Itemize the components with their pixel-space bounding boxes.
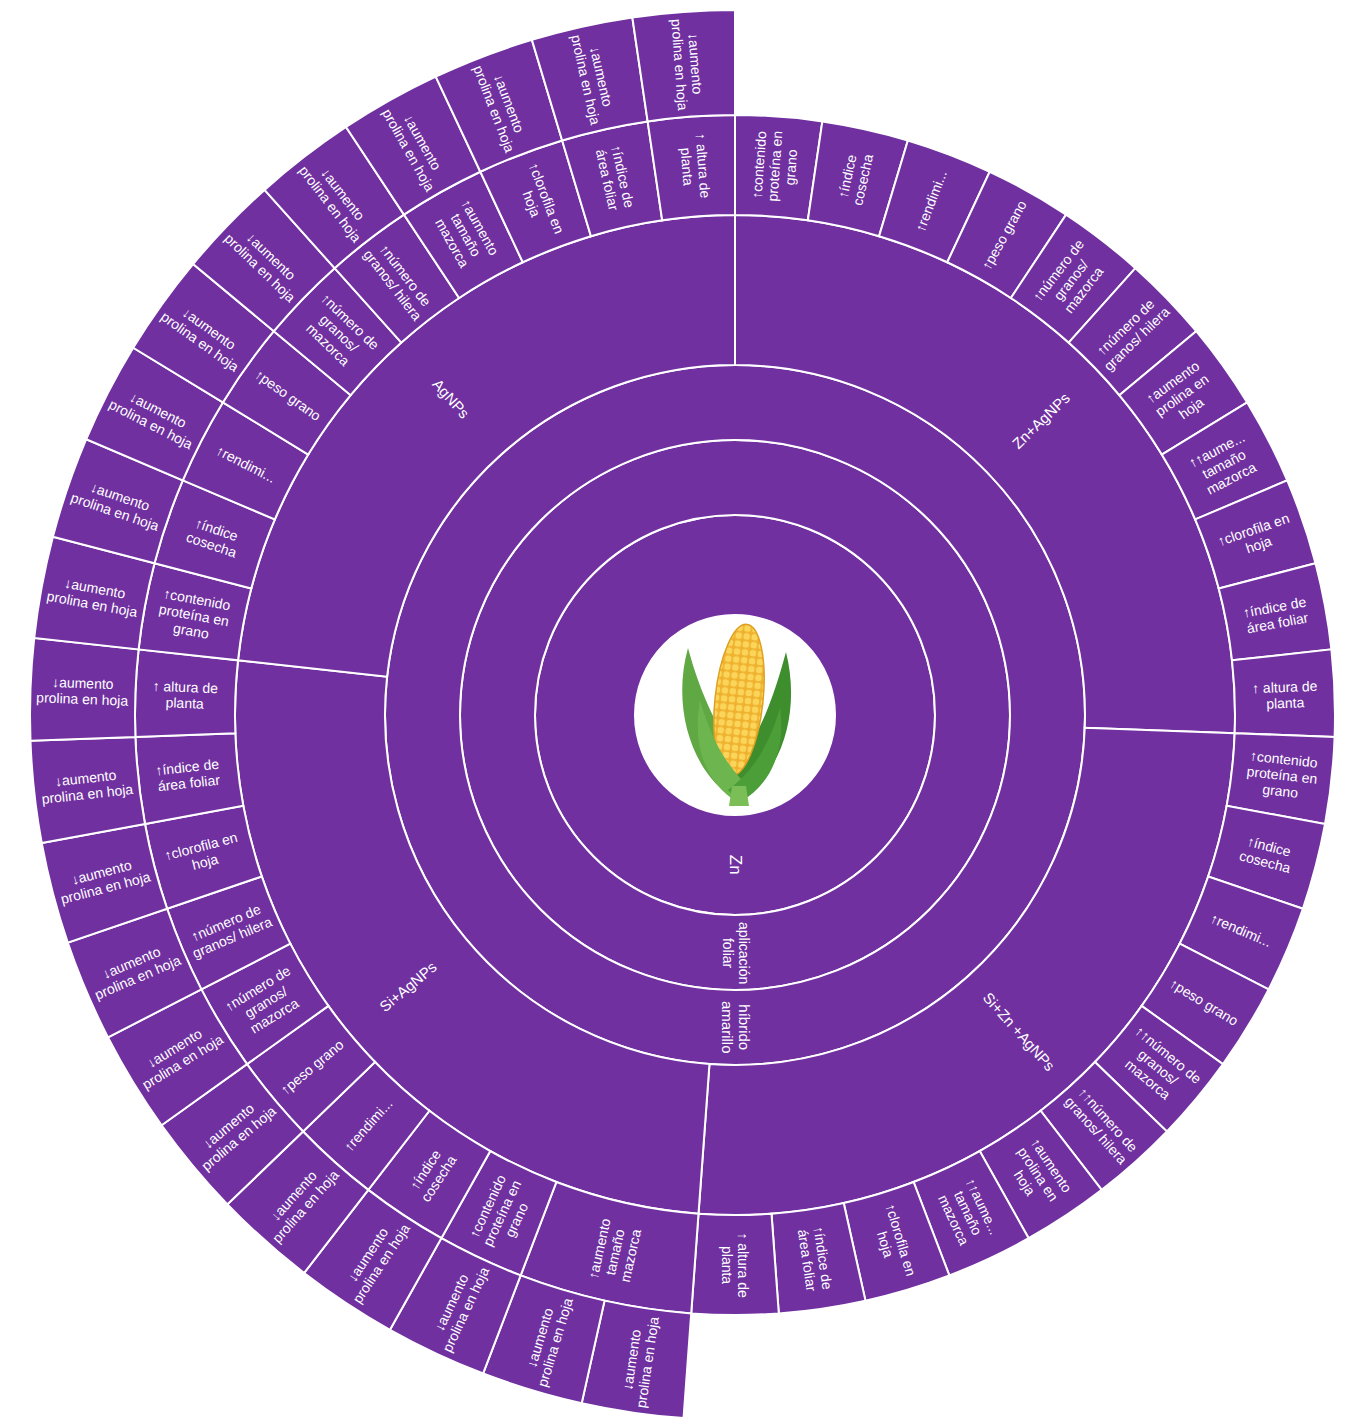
segment-label: ↓aumento prolina en hoja <box>36 673 130 709</box>
segment-fill <box>135 733 243 824</box>
segment-fill <box>735 215 1235 733</box>
segment-label: ↑contenido proteína en grano <box>1235 746 1328 804</box>
center-disc <box>636 616 834 814</box>
segment-label: ↑ altura de planta <box>676 121 715 211</box>
response-segment: ↓aumento prolina en hoja <box>28 635 141 743</box>
segment-shape <box>733 213 1237 736</box>
segment-label: aplicación foliar <box>719 921 751 984</box>
segment-fill <box>460 440 1010 990</box>
segment-fill <box>30 737 145 843</box>
segment-fill <box>562 121 662 236</box>
treatment-segment: AgNPs↑contenido proteína en grano↓aument… <box>235 213 737 679</box>
effect-segment: ↑índice de área foliar <box>769 1201 868 1316</box>
segment-label: ↑contenido proteína en grano <box>748 121 803 212</box>
treatment-segment: Zn+AgNPs↑contenido proteína en grano↑índ… <box>733 213 1237 736</box>
response-segment: ↓aumento prolina en hoja <box>28 734 147 846</box>
effect-segment: ↑ altura de planta <box>689 1211 781 1317</box>
segment-label: ↑ altura de planta <box>1240 677 1329 712</box>
corn-stem <box>729 786 749 806</box>
segment-fill <box>532 18 648 141</box>
root-ring: Znaplicación foliarhíbrido amarilloZn+Ag… <box>533 513 937 917</box>
segment-fill <box>135 649 238 737</box>
segment-fill <box>648 115 735 220</box>
segment-fill <box>699 728 1235 1215</box>
segment-fill <box>1219 563 1332 660</box>
segment-label: Zn <box>725 821 745 909</box>
effect-segment: ↑ altura de planta↓aumento prolina en ho… <box>133 647 240 739</box>
segment-fill <box>42 824 167 943</box>
segment-fill <box>1232 649 1335 737</box>
segment-label: ↑ altura de planta <box>141 677 230 712</box>
effect-segment: ↑ altura de planta <box>1230 647 1337 739</box>
segment-label: ↑ altura de planta <box>719 1221 751 1309</box>
effect-segment: ↑índice de área foliar↓aumento prolina e… <box>133 731 246 826</box>
response-segment: ↓aumento prolina en hoja <box>529 15 650 143</box>
method-ring: aplicación foliarhíbrido amarilloZn+AgNP… <box>458 438 1012 992</box>
segment-fill <box>691 1214 779 1315</box>
effect-segment: ↑ altura de planta↓aumento prolina en ho… <box>645 113 737 223</box>
segment-fill <box>535 515 935 915</box>
treatment-segment: Si+Zn +AgNPs↑contenido proteína en grano… <box>696 725 1237 1217</box>
response-segment: ↓aumento prolina en hoja <box>630 8 737 124</box>
segment-fill <box>771 1203 865 1313</box>
segment-fill <box>235 660 709 1213</box>
segment-fill <box>30 638 139 741</box>
segment-fill <box>632 10 735 121</box>
treatment-segment: Si+AgNPs↑aumento tamaño mazorca↓aumento … <box>233 658 712 1216</box>
segment-fill <box>385 365 1085 1065</box>
segment-label: ↓aumento prolina en hoja <box>668 17 707 112</box>
effect-segment: ↑índice de área foliar <box>1216 561 1334 663</box>
segment-label: híbrido amarillo <box>718 996 753 1059</box>
